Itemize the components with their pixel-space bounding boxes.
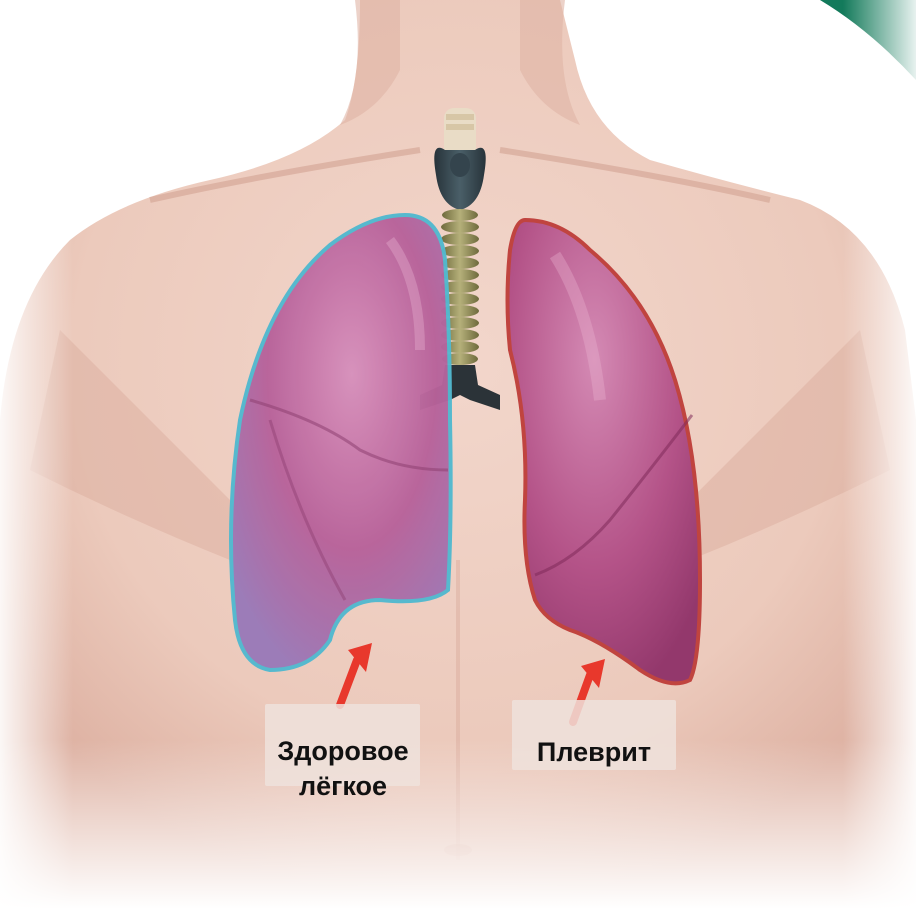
healthy-label-line2: лёгкое: [240, 768, 446, 804]
healthy-label-line1: Здоровое: [240, 733, 446, 769]
pleurisy-label: Плеврит: [494, 734, 694, 770]
bottom-fade: [0, 740, 916, 909]
